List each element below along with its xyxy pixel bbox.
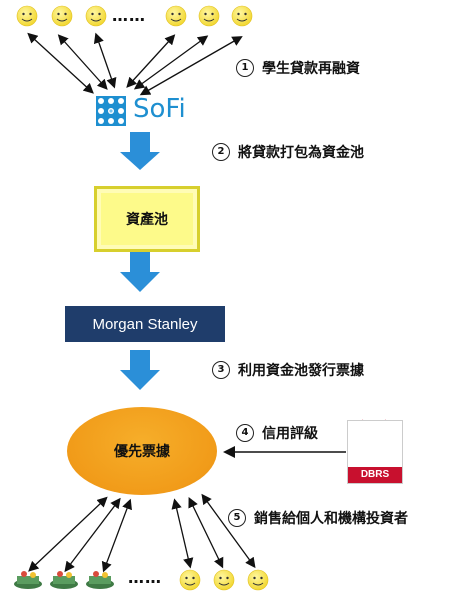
senior-notes-label: 優先票據 xyxy=(114,444,170,460)
step-3-text: 利用資金池發行票據 xyxy=(238,363,364,379)
bottom-ellipsis: …… xyxy=(128,568,162,587)
step-4-number: 4 xyxy=(236,424,254,442)
smiley-icon xyxy=(179,569,201,591)
step-5-number: 5 xyxy=(228,509,246,527)
smiley-icon xyxy=(231,5,253,27)
top-investor-smileys xyxy=(16,5,253,27)
step-4-label: 4 信用評級 xyxy=(236,423,318,443)
morgan-stanley-name: Morgan Stanley xyxy=(92,315,198,333)
step-3-number: 3 xyxy=(212,361,230,379)
arrow-bottom-6 xyxy=(201,493,256,569)
step-3-label: 3 利用資金池發行票據 xyxy=(212,360,364,380)
dbrs-name: DBRS xyxy=(348,467,402,483)
arrow-top-6 xyxy=(139,36,243,96)
step-1-label: 1 學生貸款再融資 xyxy=(236,58,360,78)
step-5-text: 銷售給個人和機構投資者 xyxy=(254,511,408,527)
step-5-label: 5 銷售給個人和機構投資者 xyxy=(228,508,408,528)
step-4-text: 信用評級 xyxy=(262,426,318,442)
arrow-bottom-2 xyxy=(64,497,121,573)
arrow-top-1 xyxy=(27,32,94,94)
bottom-investor-smileys xyxy=(179,569,269,591)
money-stack-icon xyxy=(86,571,114,589)
step-2-number: 2 xyxy=(212,143,230,161)
arrow-bottom-3 xyxy=(101,498,132,573)
dbrs-logo: DBRS xyxy=(347,420,403,484)
smiley-icon xyxy=(213,569,235,591)
bottom-flow-arrows xyxy=(28,493,256,573)
smiley-icon xyxy=(165,5,187,27)
step-2-text: 將貸款打包為資金池 xyxy=(238,145,364,161)
top-flow-arrows xyxy=(27,32,243,96)
arrow-top-5 xyxy=(133,35,209,90)
arrow-bottom-5 xyxy=(188,496,224,569)
smiley-icon xyxy=(51,5,73,27)
arrow-bottom-4 xyxy=(171,498,194,569)
sofi-logo-icon xyxy=(96,96,126,126)
blue-down-arrow-3 xyxy=(120,350,160,390)
bottom-institution-icons xyxy=(14,571,114,589)
top-ellipsis: …… xyxy=(112,6,146,25)
sofi-wordmark: SoFi xyxy=(133,94,186,124)
blue-down-arrow-1 xyxy=(120,132,160,170)
arrow-top-2 xyxy=(57,34,108,90)
step-1-text: 學生貸款再融資 xyxy=(262,61,360,77)
smiley-icon xyxy=(247,569,269,591)
arrow-top-3 xyxy=(93,32,117,89)
blue-flow-arrows xyxy=(120,132,160,390)
smiley-icon xyxy=(85,5,107,27)
smiley-icon xyxy=(16,5,38,27)
step-1-number: 1 xyxy=(236,59,254,77)
morgan-stanley-logo: Morgan Stanley xyxy=(65,306,225,342)
blue-down-arrow-2 xyxy=(120,252,160,292)
senior-notes-ellipse: 優先票據 xyxy=(67,407,217,495)
asset-pool-label: 資產池 xyxy=(126,212,168,228)
step-2-label: 2 將貸款打包為資金池 xyxy=(212,142,364,162)
money-stack-icon xyxy=(14,571,42,589)
smiley-icon xyxy=(198,5,220,27)
money-stack-icon xyxy=(50,571,78,589)
asset-pool-box: 資產池 xyxy=(94,186,200,252)
